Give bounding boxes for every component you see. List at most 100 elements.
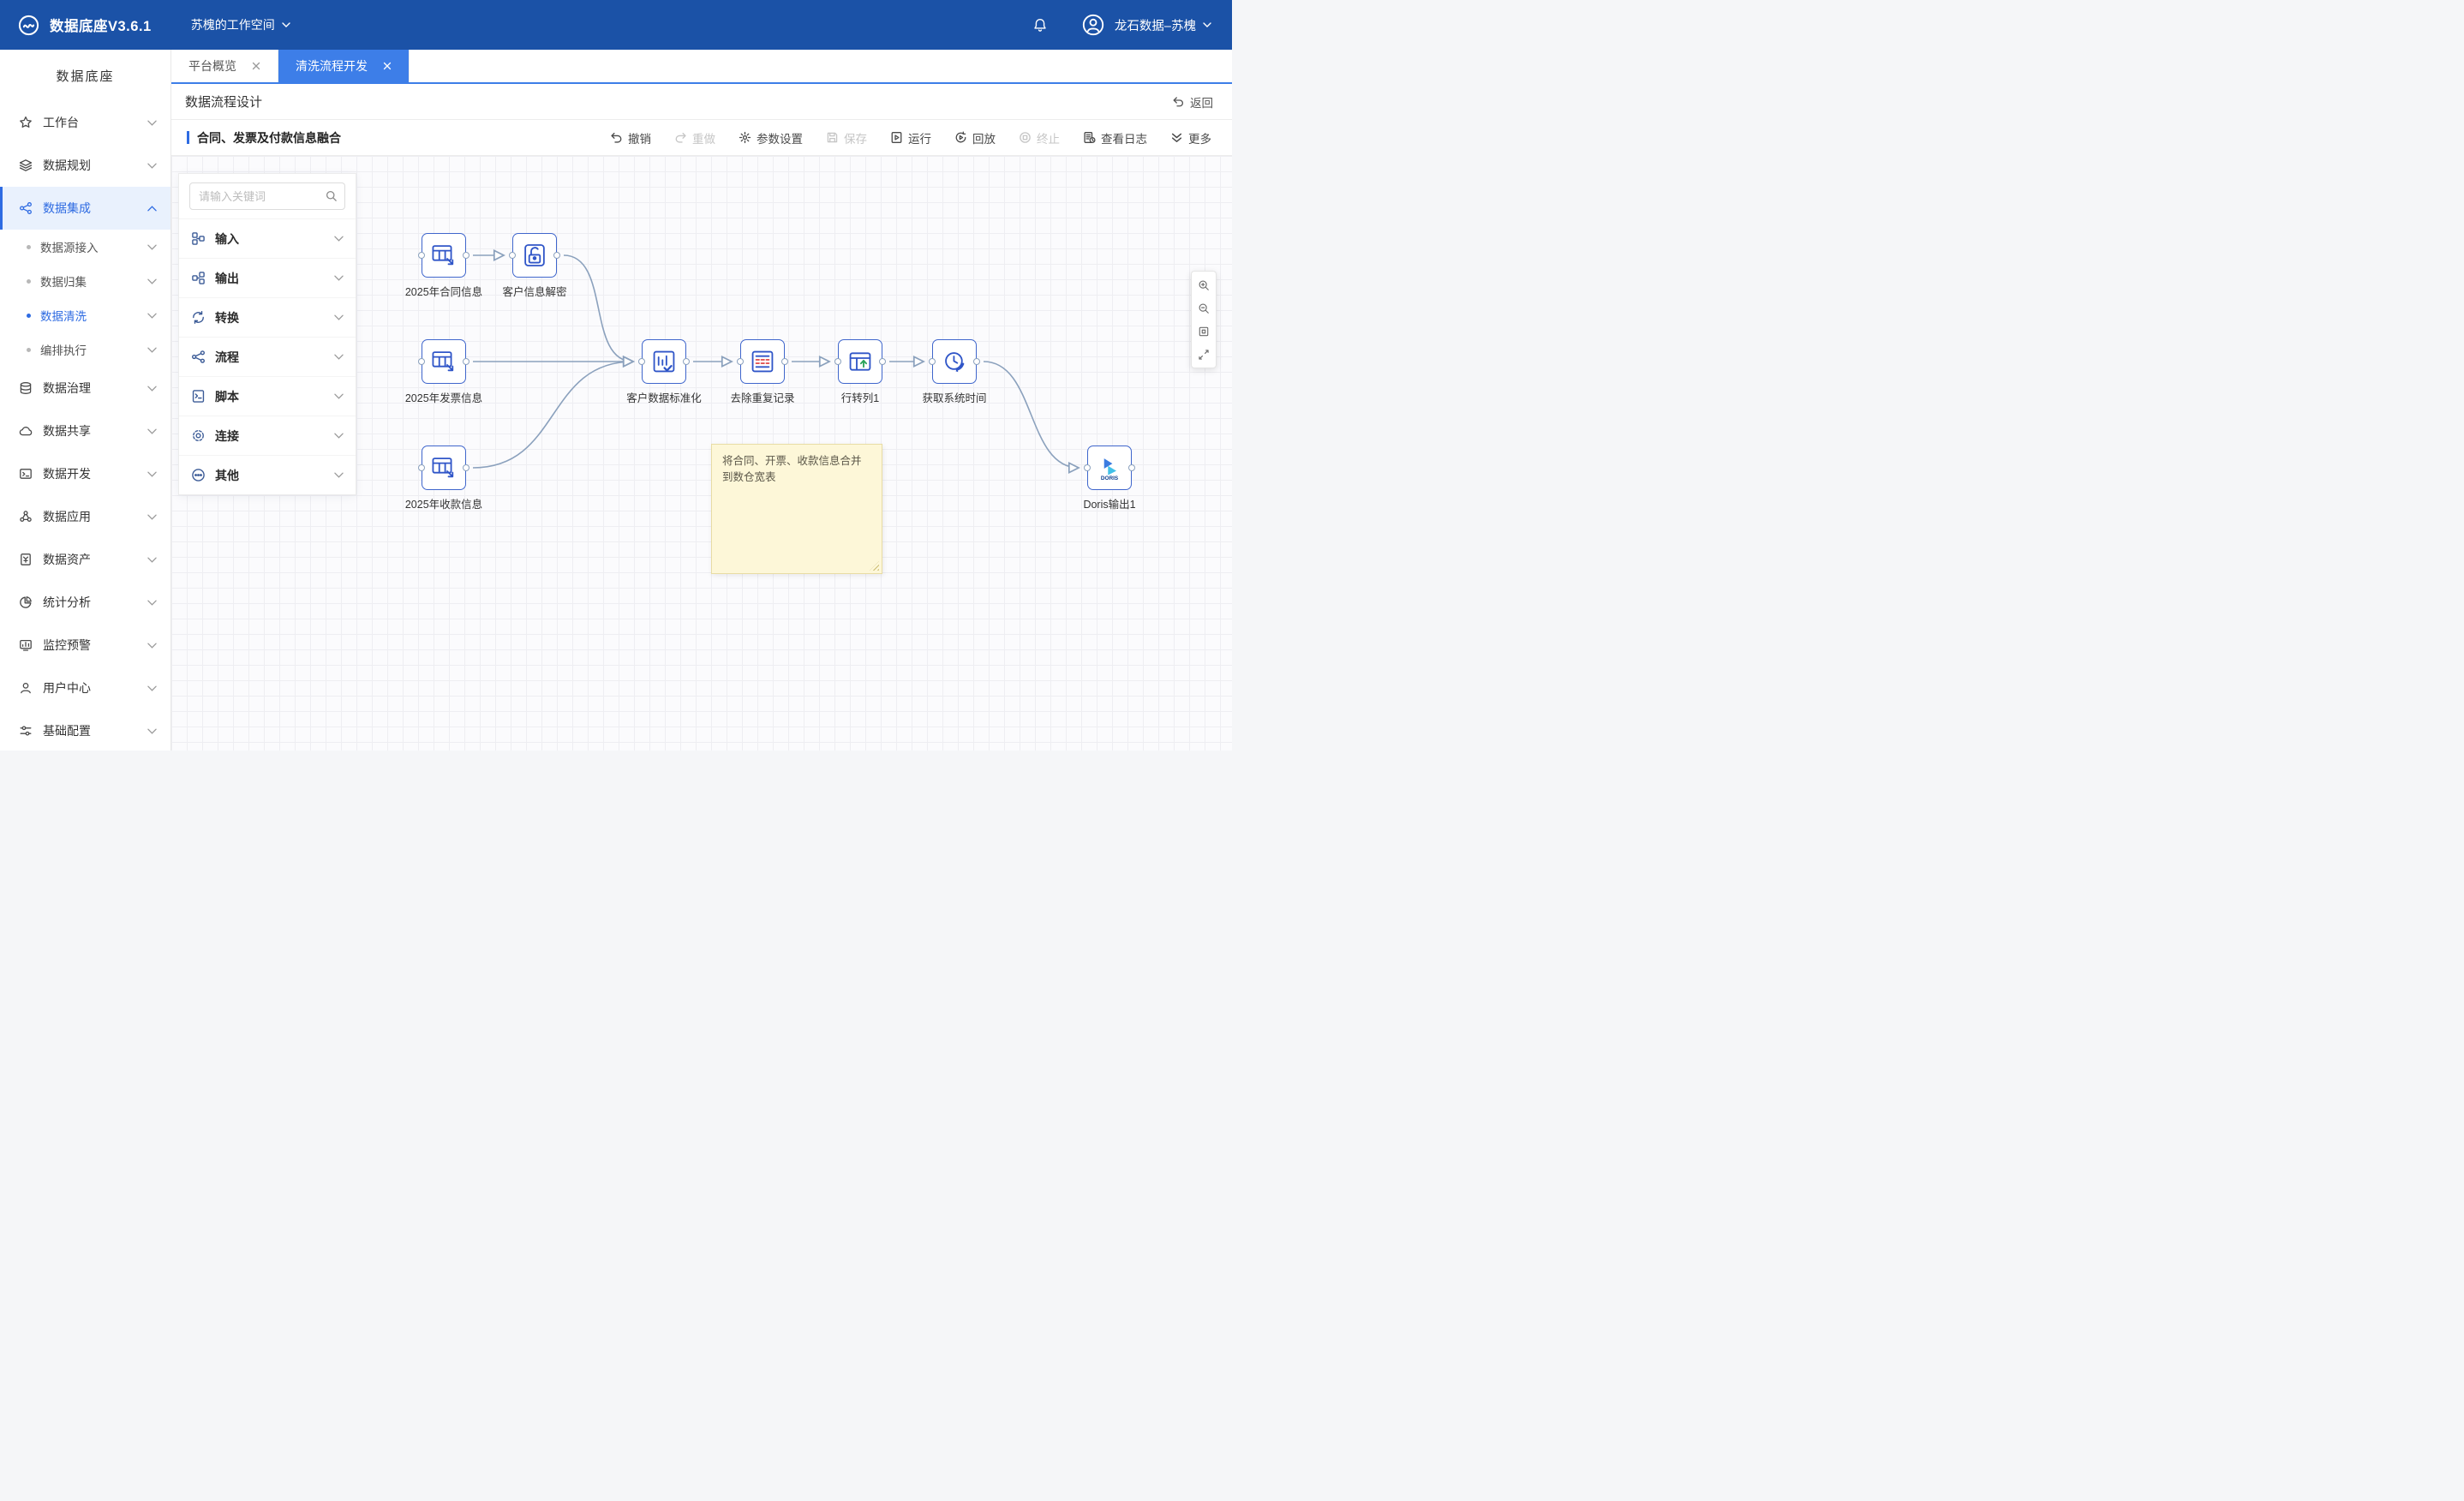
sidebar-item-data-planning[interactable]: 数据规划 (0, 144, 170, 187)
input-port[interactable] (834, 358, 841, 365)
more-button[interactable]: 更多 (1170, 129, 1211, 147)
config-icon (19, 724, 33, 738)
flow-node-standardize[interactable]: 客户数据标准化 (626, 339, 702, 404)
flow-node-decrypt[interactable]: 客户信息解密 (502, 233, 567, 298)
output-port[interactable] (463, 464, 469, 471)
sidebar-item-data-development[interactable]: 数据开发 (0, 452, 170, 495)
node-box[interactable] (509, 233, 560, 278)
input-port[interactable] (1084, 464, 1091, 471)
output-port[interactable] (683, 358, 690, 365)
tab-platform-overview[interactable]: 平台概览 (171, 50, 278, 82)
canvas-note[interactable]: 将合同、开票、收款信息合并到数仓宽表 (711, 444, 882, 574)
flow-node-dedup[interactable]: 去除重复记录 (730, 339, 795, 404)
node-box[interactable] (418, 446, 469, 490)
input-port[interactable] (418, 252, 425, 259)
node-box[interactable]: DORIS (1084, 446, 1135, 490)
output-port[interactable] (463, 252, 469, 259)
input-port[interactable] (737, 358, 744, 365)
output-port[interactable] (463, 358, 469, 365)
flow-node-systime[interactable]: 获取系统时间 (922, 339, 987, 404)
node-box[interactable] (638, 339, 690, 384)
sidebar-item-data-assets[interactable]: 数据资产 (0, 538, 170, 581)
node-box[interactable] (834, 339, 886, 384)
redo-button[interactable]: 重做 (674, 129, 715, 147)
sidebar-subitem-data-source-access[interactable]: 数据源接入 (0, 230, 170, 264)
stop-button[interactable]: 终止 (1019, 129, 1060, 147)
table-icon (430, 454, 458, 481)
flow-icon (191, 350, 206, 364)
sidebar-item-label: 统计分析 (43, 595, 91, 609)
sidebar-subitem-data-cleaning[interactable]: 数据清洗 (0, 298, 170, 332)
output-port[interactable] (553, 252, 560, 259)
replay-button[interactable]: 回放 (954, 129, 996, 147)
params-button[interactable]: 参数设置 (739, 129, 803, 147)
palette-category-label: 其他 (215, 468, 239, 482)
node-label: 去除重复记录 (730, 392, 795, 404)
logs-button[interactable]: 查看日志 (1083, 129, 1147, 147)
sidebar-item-data-sharing[interactable]: 数据共享 (0, 410, 170, 452)
flow-node-invoice2025[interactable]: 2025年发票信息 (405, 339, 482, 404)
output-port[interactable] (1128, 464, 1135, 471)
log-icon (1083, 131, 1096, 144)
palette-category-other[interactable]: 其他 (179, 455, 356, 494)
fullscreen-button[interactable] (1192, 343, 1216, 366)
node-box[interactable] (418, 233, 469, 278)
user-menu[interactable]: 龙石数据–苏槐 (1115, 16, 1211, 34)
search-icon (325, 189, 338, 202)
apps-icon (19, 510, 33, 523)
palette-category-connect[interactable]: 连接 (179, 416, 356, 455)
flow-node-receipt2025[interactable]: 2025年收款信息 (405, 446, 482, 511)
note-resize-handle[interactable] (870, 561, 879, 571)
sidebar-subitem-data-collection[interactable]: 数据归集 (0, 264, 170, 298)
bullet-dot (27, 244, 31, 249)
flow-node-contract2025[interactable]: 2025年合同信息 (405, 233, 482, 298)
palette-category-script[interactable]: 脚本 (179, 376, 356, 416)
avatar[interactable] (1081, 13, 1105, 37)
undo-button[interactable]: 撤销 (610, 129, 651, 147)
input-port[interactable] (929, 358, 936, 365)
input-port[interactable] (509, 252, 516, 259)
back-button[interactable]: 返回 (1172, 93, 1213, 111)
node-box[interactable] (737, 339, 788, 384)
palette-category-output[interactable]: 输出 (179, 258, 356, 297)
workspace-switcher[interactable]: 苏槐的工作空间 (191, 16, 290, 33)
flow-canvas[interactable]: 2025年合同信息客户信息解密 2025年发票信息 2025年收款信息 客户数据标准化… (171, 156, 1232, 750)
palette-category-flow[interactable]: 流程 (179, 337, 356, 376)
run-button[interactable]: 运行 (890, 129, 931, 147)
sidebar-item-basic-config[interactable]: 基础配置 (0, 709, 170, 750)
zoom-in-button[interactable] (1192, 273, 1216, 296)
sidebar-item-monitoring[interactable]: 监控预警 (0, 624, 170, 667)
sidebar-item-data-governance[interactable]: 数据治理 (0, 367, 170, 410)
sidebar-item-workbench[interactable]: 工作台 (0, 101, 170, 144)
zoom-out-icon (1198, 302, 1210, 314)
zoom-out-button[interactable] (1192, 296, 1216, 320)
sidebar-item-statistics[interactable]: 统计分析 (0, 581, 170, 624)
chevron-down-icon (147, 244, 157, 250)
palette-category-input[interactable]: 输入 (179, 218, 356, 258)
sidebar-subitem-orchestration[interactable]: 编排执行 (0, 332, 170, 367)
output-port[interactable] (879, 358, 886, 365)
output-port[interactable] (781, 358, 788, 365)
close-icon[interactable] (252, 62, 260, 70)
node-box[interactable] (418, 339, 469, 384)
node-box[interactable] (929, 339, 980, 384)
output-port[interactable] (973, 358, 980, 365)
input-port[interactable] (418, 464, 425, 471)
palette-search-input[interactable] (189, 182, 345, 210)
sidebar-item-user-center[interactable]: 用户中心 (0, 667, 170, 709)
notifications-bell-icon[interactable] (1032, 16, 1049, 34)
sidebar-item-data-integration[interactable]: 数据集成 (0, 187, 170, 230)
close-icon[interactable] (383, 62, 392, 70)
flow-node-row2col[interactable]: 行转列1 (834, 339, 886, 404)
input-port[interactable] (418, 358, 425, 365)
input-port[interactable] (638, 358, 645, 365)
toolbar-button-label: 终止 (1037, 132, 1060, 146)
fit-view-button[interactable] (1192, 320, 1216, 343)
palette-category-transform[interactable]: 转换 (179, 297, 356, 337)
tab-cleaning-flow-dev[interactable]: 清洗流程开发 (278, 50, 410, 82)
sidebar-subitem-label: 数据归集 (40, 276, 87, 289)
asset-icon (19, 553, 33, 566)
sidebar-item-data-application[interactable]: 数据应用 (0, 495, 170, 538)
save-button[interactable]: 保存 (826, 129, 867, 147)
